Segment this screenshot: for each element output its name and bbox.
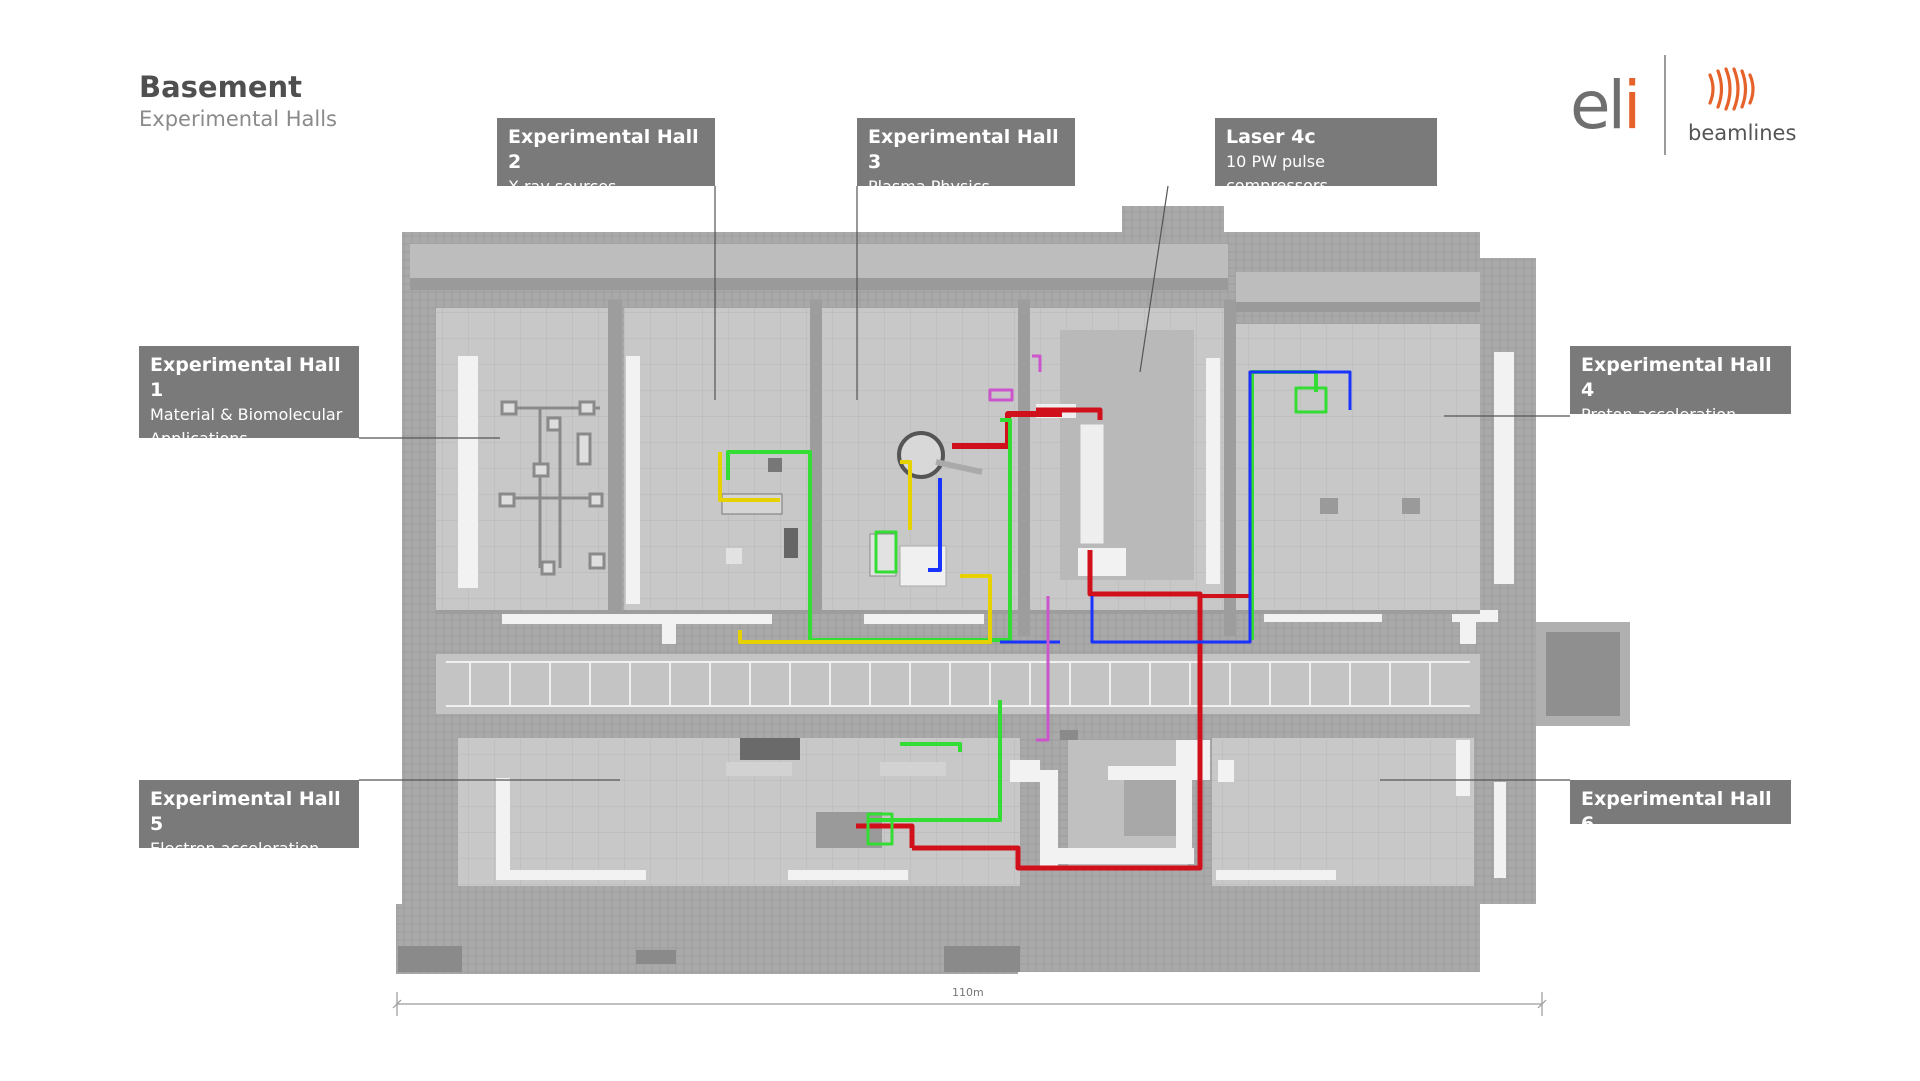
- north-corridor: [410, 244, 1480, 312]
- scale-label: 110m: [952, 986, 984, 999]
- beamlines-wordmark: beamlines: [1688, 121, 1797, 145]
- beam-transport-lines: [718, 354, 1352, 871]
- callout-hall-1: Experimental Hall 1 Material & Biomolecu…: [139, 346, 359, 448]
- beamlines-wave-icon: [1708, 67, 1755, 111]
- hall-5-floor: [458, 738, 1020, 886]
- hall-4-floor: [1236, 324, 1480, 610]
- callout-title: Experimental Hall 4: [1581, 354, 1772, 401]
- callout-title: Experimental Hall 2: [508, 126, 699, 173]
- eli-logo-mark: eli: [1570, 67, 1641, 144]
- callout-subtitle: 10 PW pulse compressors: [1226, 152, 1328, 195]
- scale-bar: [392, 992, 1547, 1016]
- eli-beamlines-logo: eli beamlines: [1570, 55, 1797, 155]
- callout-subtitle: Proton acceleration: [1581, 405, 1737, 424]
- lower-halls: [458, 730, 1506, 886]
- callout-hall-6: Experimental Hall 6: [1570, 780, 1791, 835]
- logo-divider: [1664, 55, 1666, 155]
- page-subtitle: Experimental Halls: [139, 107, 337, 131]
- hall-1-beamline-equipment: [498, 400, 606, 576]
- hall-2-floor: [624, 308, 810, 610]
- central-corridor: [436, 654, 1480, 714]
- upper-halls: [436, 300, 1514, 644]
- callout-subtitle: Plasma Physics: [868, 177, 990, 196]
- callout-subtitle: Electron acceleration: [150, 839, 320, 858]
- callout-laser-4c: Laser 4c 10 PW pulse compressors: [1215, 118, 1437, 195]
- callout-title: Experimental Hall 1: [150, 354, 341, 401]
- callout-title: Experimental Hall 5: [150, 788, 341, 835]
- callout-title: Laser 4c: [1226, 126, 1316, 148]
- callout-hall-5: Experimental Hall 5 Electron acceleratio…: [139, 780, 359, 858]
- callout-subtitle: Material & Biomolecular Applications: [150, 405, 343, 448]
- callout-hall-3: Experimental Hall 3 Plasma Physics: [857, 118, 1075, 196]
- page-title: Basement: [139, 70, 302, 104]
- callout-title: Experimental Hall 3: [868, 126, 1059, 173]
- callout-hall-2: Experimental Hall 2 X-ray sources: [497, 118, 715, 196]
- callout-title: Experimental Hall 6: [1581, 788, 1772, 835]
- hall-6-floor: [1212, 738, 1474, 886]
- callout-leaders: [359, 185, 1570, 781]
- callout-hall-4: Experimental Hall 4 Proton acceleration: [1570, 346, 1791, 424]
- callout-subtitle: X-ray sources: [508, 177, 617, 196]
